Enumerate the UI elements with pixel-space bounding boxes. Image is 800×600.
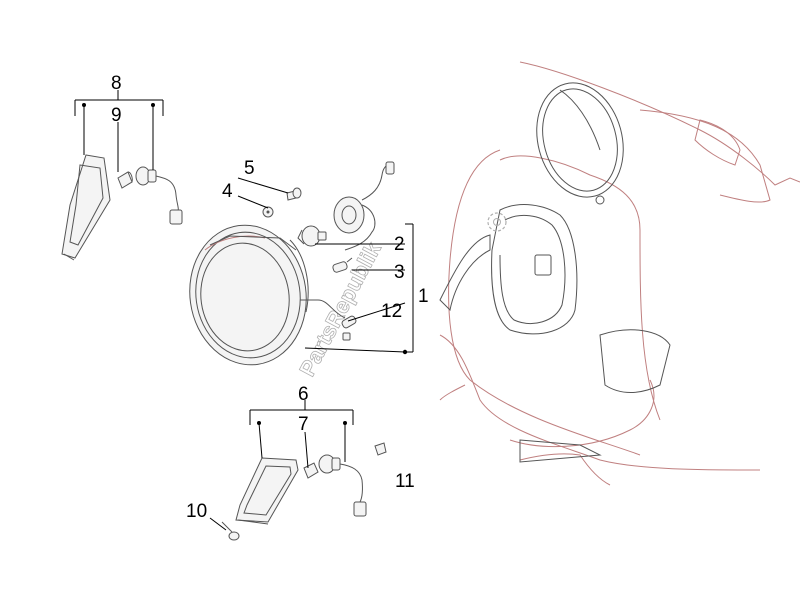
- callout-11: 11: [395, 471, 415, 492]
- callout-bracket-6: [209, 400, 354, 531]
- left-front-indicator: [61, 154, 111, 261]
- right-indicator-bulb: [303, 462, 319, 479]
- callout-numbers: 8 9 5 4 2 3 1 12 6 7 11 10: [111, 73, 429, 522]
- callout-8: 8: [111, 73, 122, 94]
- scooter-front-body: [439, 61, 800, 486]
- screw-part-10: [221, 521, 240, 541]
- washer-part-4: [262, 206, 274, 218]
- right-indicator-socket-harness: [318, 454, 367, 517]
- callout-2: 2: [394, 234, 405, 255]
- callout-10: 10: [186, 501, 207, 522]
- headlight-unit: [189, 224, 346, 366]
- callout-1: 1: [418, 286, 429, 307]
- parking-bulb: [332, 257, 353, 273]
- callout-12: 12: [381, 301, 402, 322]
- left-indicator-socket-harness: [135, 166, 183, 225]
- left-indicator-bulb: [117, 171, 133, 189]
- gear-icon: [487, 212, 507, 232]
- headlight-bulb: [297, 225, 327, 247]
- callout-leaders-headlight: [237, 177, 414, 355]
- callout-6: 6: [298, 384, 309, 405]
- screw-part-5: [286, 187, 302, 201]
- callout-3: 3: [394, 262, 405, 283]
- watermark-text: PartsRepublik: [294, 237, 386, 380]
- bulb-socket-harness: [333, 161, 395, 251]
- callout-bracket-8: [74, 90, 164, 172]
- callout-4: 4: [222, 181, 233, 202]
- right-front-indicator: [235, 457, 299, 525]
- callout-9: 9: [111, 105, 122, 126]
- clip-part-11: [374, 442, 387, 456]
- callout-7: 7: [298, 414, 309, 435]
- callout-5: 5: [244, 158, 255, 179]
